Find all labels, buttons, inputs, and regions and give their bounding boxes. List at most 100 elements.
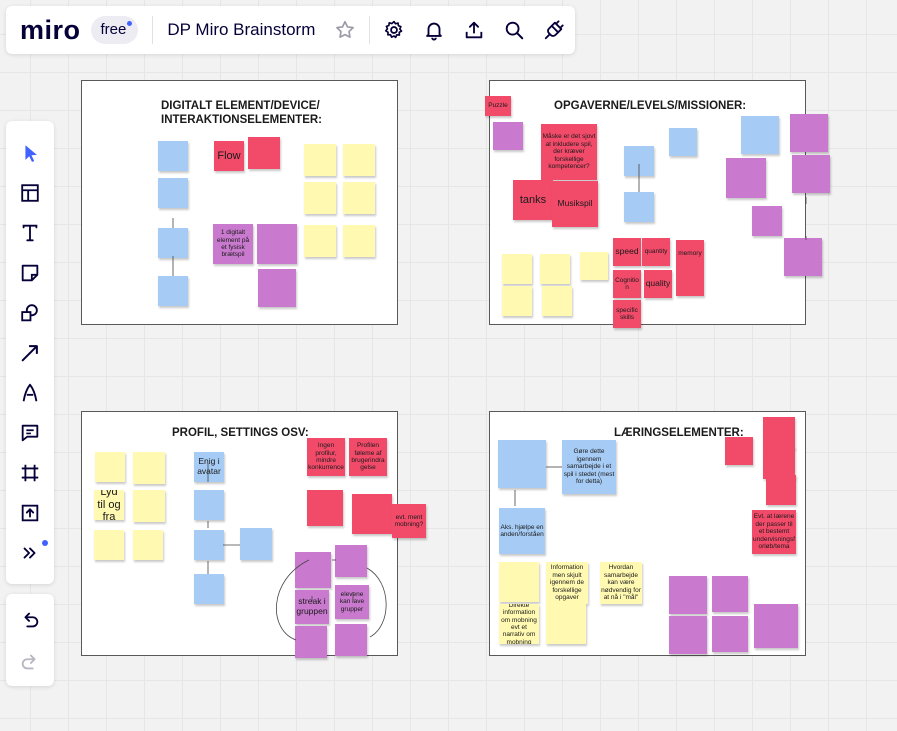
sticky-note[interactable]: [726, 158, 766, 198]
sticky-note[interactable]: Musikspil: [552, 181, 598, 227]
sticky-note[interactable]: [258, 269, 296, 307]
sticky-note[interactable]: tanks: [513, 180, 553, 220]
upload-icon[interactable]: [10, 495, 50, 531]
sticky-note[interactable]: [790, 114, 828, 152]
pen-icon[interactable]: [10, 375, 50, 411]
settings-gear-icon[interactable]: [374, 10, 414, 50]
search-icon[interactable]: [494, 10, 534, 50]
sticky-note[interactable]: [307, 490, 343, 526]
sticky-note[interactable]: Enig i avatar: [194, 452, 224, 482]
sticky-note[interactable]: [763, 417, 795, 449]
sticky-note[interactable]: [133, 530, 163, 560]
sticky-note[interactable]: Måske er det sjovt at inkludere spil, de…: [541, 124, 597, 180]
sticky-note[interactable]: [158, 228, 188, 258]
connection-line-icon[interactable]: [10, 335, 50, 371]
sticky-note[interactable]: Evt. at lærene der passer til et bestemt…: [752, 510, 796, 554]
sticky-note[interactable]: [712, 576, 748, 612]
sticky-note[interactable]: quality: [644, 270, 672, 298]
sticky-note[interactable]: Flow: [214, 141, 244, 171]
sticky-note[interactable]: [624, 192, 654, 222]
sticky-note[interactable]: [194, 574, 224, 604]
sticky-note[interactable]: [752, 206, 782, 236]
sticky-note[interactable]: [304, 182, 336, 214]
sticky-note-icon[interactable]: [10, 255, 50, 291]
more-tools-icon[interactable]: [10, 535, 50, 571]
sticky-note[interactable]: [502, 254, 532, 284]
sticky-note[interactable]: [304, 144, 336, 176]
select-arrow-icon[interactable]: [10, 135, 50, 171]
sticky-note[interactable]: [257, 224, 297, 264]
sticky-note[interactable]: [343, 225, 375, 257]
sticky-note[interactable]: [540, 254, 570, 284]
sticky-note[interactable]: [343, 182, 375, 214]
sticky-note[interactable]: [335, 545, 367, 577]
bell-icon[interactable]: [414, 10, 454, 50]
sticky-note[interactable]: [669, 576, 707, 614]
sticky-note[interactable]: elevene kan lave grupper: [335, 585, 369, 619]
text-icon[interactable]: [10, 215, 50, 251]
sticky-note[interactable]: [766, 475, 796, 505]
sticky-note[interactable]: [725, 437, 753, 465]
sticky-note[interactable]: [493, 122, 523, 150]
sticky-note[interactable]: [741, 116, 779, 154]
sticky-note[interactable]: [158, 178, 188, 208]
sticky-note[interactable]: [580, 252, 608, 280]
sticky-note[interactable]: Information men skjult igennem de forske…: [546, 562, 588, 604]
plan-badge[interactable]: free: [90, 16, 139, 44]
sticky-note[interactable]: Lyd til og fra: [94, 490, 124, 520]
sticky-note[interactable]: Puzzle: [485, 96, 511, 116]
frame-icon[interactable]: [10, 455, 50, 491]
upload-share-icon[interactable]: [454, 10, 494, 50]
sticky-note[interactable]: [669, 616, 707, 654]
sticky-note[interactable]: [295, 626, 327, 658]
sticky-note[interactable]: [95, 452, 125, 482]
sticky-note[interactable]: [712, 616, 748, 652]
sticky-note[interactable]: [158, 276, 188, 306]
sticky-note[interactable]: [343, 144, 375, 176]
sticky-note[interactable]: Profilen føleme af brugerindragelse: [349, 438, 387, 476]
sticky-note[interactable]: [542, 286, 572, 316]
sticky-note[interactable]: Ingen profilur, mindre konkurrence: [307, 438, 345, 476]
comment-icon[interactable]: [10, 415, 50, 451]
sticky-note[interactable]: [784, 238, 822, 276]
board-title[interactable]: DP Miro Brainstorm: [167, 20, 316, 39]
sticky-note[interactable]: [754, 604, 798, 648]
sticky-note[interactable]: [498, 440, 546, 488]
sticky-note[interactable]: [676, 268, 704, 296]
sticky-note[interactable]: [158, 141, 188, 171]
sticky-note[interactable]: Cognition: [613, 270, 641, 298]
sticky-note[interactable]: [240, 528, 272, 560]
sticky-note[interactable]: [94, 530, 124, 560]
sticky-note[interactable]: [763, 447, 795, 479]
sticky-note[interactable]: [624, 146, 654, 176]
star-icon[interactable]: [325, 10, 365, 50]
templates-icon[interactable]: [10, 175, 50, 211]
sticky-note[interactable]: [335, 624, 367, 656]
sticky-note[interactable]: [502, 286, 532, 316]
sticky-note[interactable]: [499, 562, 539, 602]
sticky-note[interactable]: memory: [676, 240, 704, 268]
sticky-note[interactable]: evt. ment mobning?: [392, 504, 426, 538]
shapes-icon[interactable]: [10, 295, 50, 331]
sticky-note[interactable]: Direkte information om mobning evt et na…: [499, 604, 539, 644]
sticky-note[interactable]: [133, 490, 165, 522]
sticky-note[interactable]: [295, 552, 331, 588]
sticky-note[interactable]: [194, 530, 224, 560]
sticky-note[interactable]: [304, 225, 336, 257]
sticky-note[interactable]: streak i gruppen: [295, 590, 329, 624]
undo-icon[interactable]: [10, 602, 50, 638]
sticky-note[interactable]: [546, 604, 586, 644]
sticky-note[interactable]: Gøre dette igennem samarbejde i et spil …: [562, 440, 616, 494]
sticky-note[interactable]: specific skills: [613, 300, 641, 328]
sticky-note[interactable]: Aks. hjælpe en anden/forståen: [499, 508, 545, 554]
sticky-note[interactable]: [669, 128, 697, 156]
sticky-note[interactable]: speed: [613, 238, 641, 266]
sticky-note[interactable]: [133, 452, 165, 484]
sticky-note[interactable]: [194, 490, 224, 520]
sticky-note[interactable]: [792, 155, 830, 193]
plugin-icon[interactable]: [534, 10, 574, 50]
sticky-note[interactable]: Hvordan samarbejde kan være nødvendig fo…: [600, 562, 642, 604]
redo-icon[interactable]: [10, 644, 50, 680]
sticky-note[interactable]: quantity: [642, 238, 670, 266]
sticky-note[interactable]: 1 digitalt element på et fysisk brætspil: [213, 224, 253, 264]
